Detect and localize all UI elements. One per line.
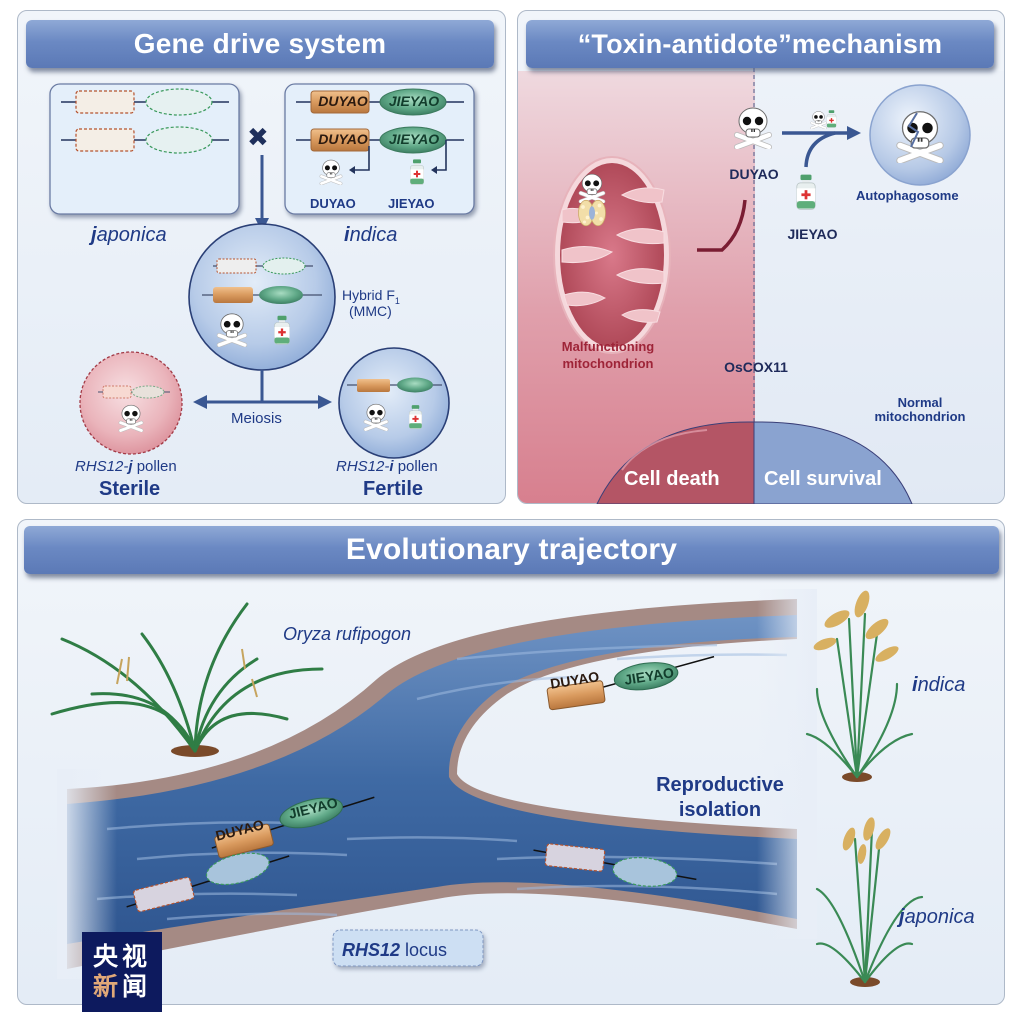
ancestral-genes [211,796,375,859]
logo-line-1: 央视 [92,942,151,971]
duyao-skull-icon [737,108,769,147]
logo-line-2: 新闻 [92,972,152,1001]
rhs12-locus-label: RHS12 locus [342,940,448,960]
indica-allele-2 [296,126,464,154]
fertile-pollen-cell [338,347,450,459]
indica-branch-genes [546,655,715,711]
jieyao-product-label: JIEYAO [388,196,435,211]
sterile-pollen-cell [79,351,183,455]
hybrid-f1-label: Hybrid F1 [342,287,400,306]
duyao-tag: DUYAO [729,166,779,182]
fertile-label: Fertile [363,478,424,500]
jieyao-gene-label: JIEYAO [388,93,440,109]
japonica-plant [815,817,924,987]
cross-symbol: ✖ [247,122,269,152]
cell-survival-label: Cell survival [764,468,882,490]
ancestral-null-alleles [126,852,290,913]
arrow-right-icon [318,395,332,409]
indica-plant [805,590,914,782]
autophagosome-label: Autophagosome [856,188,959,203]
jieyao-gene-label: JIEYAO [388,131,440,147]
oscox11-tag: OsCOX11 [724,359,788,375]
sterile-label: Sterile [99,478,161,500]
antidote-bottle-icon [826,110,837,128]
jieyao-bottle-icon [796,174,816,210]
gene-drive-title: Gene drive system [26,20,494,68]
arrow-left-icon [193,395,207,409]
gene-drive-diagram [49,83,475,459]
japonica-label: japonica [91,224,167,246]
indica-label: indica [912,674,966,696]
autophagosome [869,84,971,186]
meiosis-label: Meiosis [231,410,282,427]
jieyao-tag: JIEYAO [787,226,838,242]
fertile-pollen-label: RHS12-i pollen [336,458,438,475]
arrow-right-icon [847,126,861,140]
japonica-branch-null-alleles [533,843,697,887]
toxin-antidote-diagram [553,68,971,504]
duyao-product-label: DUYAO [310,196,356,211]
japonica-allele-1 [61,88,229,116]
toxin-antidote-title: “Toxin-antidote”mechanism [526,20,994,68]
japonica-label: japonica [899,906,975,928]
indica-genome-box [284,83,475,215]
oryza-rufipogon-plant [50,602,324,757]
duyao-gene-label: DUYAO [318,93,368,109]
evolution-diagram [50,589,924,987]
malfunctioning-mitochondrion [553,156,671,354]
hybrid-f1-cell [188,223,336,371]
cell-outcome-dome [596,421,913,504]
cell-death-label: Cell death [624,468,720,490]
sterile-pollen-label: RHS12-j pollen [75,458,177,475]
oryza-rufipogon-label: Oryza rufipogon [283,624,412,644]
skull-icon [810,110,827,129]
duyao-gene-label: DUYAO [318,131,368,147]
indica-label: indica [344,224,398,246]
cctv-news-logo: 央视 新闻 [82,932,162,1012]
rhs12-locus-box [332,929,484,967]
mmc-label: (MMC) [349,303,392,319]
japonica-genome-box [49,83,240,215]
indica-allele-1 [296,88,464,116]
japonica-allele-2 [61,126,229,154]
evolution-title: Evolutionary trajectory [24,526,999,574]
